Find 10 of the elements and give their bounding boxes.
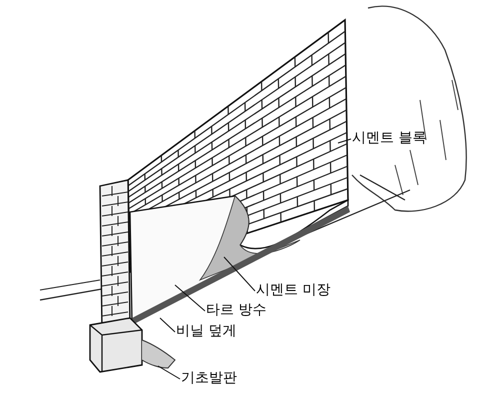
leader-line xyxy=(338,138,352,144)
part-label: 비닐 덮게 xyxy=(176,321,236,341)
leader-line xyxy=(160,318,176,332)
leader-line xyxy=(174,284,206,312)
part-label: 시멘트 블록 xyxy=(352,128,426,148)
part-label: 시멘트 미장 xyxy=(256,280,330,300)
leader-line xyxy=(224,256,256,292)
part-label: 타르 방수 xyxy=(206,300,266,320)
part-label: 기초발판 xyxy=(181,368,237,388)
leader-line xyxy=(158,366,180,380)
